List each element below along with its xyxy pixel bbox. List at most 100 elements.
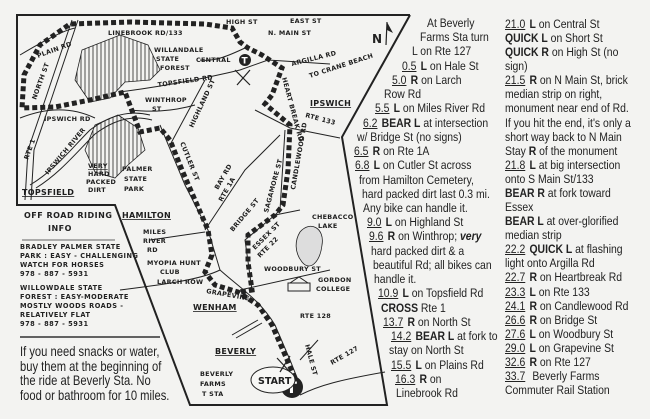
direction-text: median strip — [505, 228, 562, 243]
svg-text:RTE 128: RTE 128 — [300, 312, 331, 320]
mileage: 21.5 — [505, 73, 526, 88]
svg-text:STATE: STATE — [156, 55, 179, 63]
svg-text:HALE ST: HALE ST — [303, 343, 319, 376]
direction-text: on Central St — [535, 17, 600, 31]
svg-text:GORDON: GORDON — [318, 276, 352, 284]
mileage: 13.7 — [383, 314, 404, 329]
svg-text:EAST ST: EAST ST — [290, 17, 322, 25]
info-line: OFF ROAD RIDING — [24, 211, 113, 220]
direction-line: light onto Argilla Rd — [505, 256, 595, 270]
turn-action: R — [529, 73, 537, 88]
svg-text:PARK: PARK — [124, 185, 145, 193]
direction-line: w/ Bridge St (no signs) — [357, 130, 462, 144]
direction-text: on North St — [414, 314, 471, 329]
direction-text: handle it. — [374, 272, 417, 287]
emphasis: very — [459, 229, 482, 244]
info-line: FOREST : EASY-MODERATE — [20, 293, 129, 301]
mileage: 22.2 — [505, 242, 526, 257]
direction-text: on Rte 127 — [536, 354, 591, 369]
direction-line: from Hamilton Cemetery, — [359, 173, 474, 187]
direction-text: Row Rd — [384, 87, 422, 102]
direction-line: median strip on right, — [505, 87, 602, 101]
direction-line: CROSS Rte 1 — [381, 301, 446, 315]
svg-text:STATE: STATE — [124, 175, 147, 183]
direction-text: of the monument — [536, 143, 618, 158]
north-label: N — [372, 32, 382, 46]
direction-line: At Beverly — [427, 16, 474, 30]
direction-text: on Woodbury St — [535, 326, 614, 341]
direction-line: median strip — [505, 228, 562, 242]
direction-text: median strip on right, — [505, 87, 603, 102]
north-arrow-icon: N — [372, 21, 393, 46]
svg-text:PACKED: PACKED — [86, 178, 116, 186]
direction-line: handle it. — [374, 272, 416, 286]
mileage: 26.6 — [505, 312, 526, 327]
direction-text: at fork to — [454, 329, 498, 344]
direction-text: light onto Argilla Rd — [505, 256, 595, 271]
turn-action: L — [529, 326, 536, 341]
direction-line: sign) — [505, 59, 528, 73]
svg-text:RTE 133: RTE 133 — [304, 111, 336, 127]
svg-text:IPSWICH RD: IPSWICH RD — [44, 115, 91, 123]
gordon-college-building-icon — [287, 276, 311, 292]
direction-text: on Rte 133 — [535, 284, 590, 299]
direction-text: on Larch — [418, 72, 462, 87]
turn-action: L — [529, 340, 536, 355]
direction-line: hard packed dirt last 0.3 mi. — [362, 187, 490, 201]
turn-action: L — [529, 17, 536, 31]
direction-text: Linebrook Rd — [396, 385, 458, 400]
svg-text:T: T — [242, 57, 249, 67]
svg-text:HARD: HARD — [88, 170, 110, 178]
direction-text: at over-glorified — [543, 214, 619, 229]
turn-action: R — [410, 72, 419, 87]
svg-text:LARCH ROW: LARCH ROW — [157, 278, 203, 286]
turn-action: L — [402, 286, 409, 301]
mileage: 10.9 — [378, 286, 399, 301]
direction-text: on Bridge St — [536, 312, 598, 327]
svg-text:BEVERLY: BEVERLY — [200, 370, 233, 378]
mileage: 6.5 — [354, 144, 369, 159]
direction-text: onto S Main St/133 — [505, 171, 594, 186]
svg-text:BRIDGE ST: BRIDGE ST — [228, 196, 261, 233]
turn-action: L — [393, 101, 401, 116]
info-line: INFO — [48, 224, 72, 233]
mileage: 6.2 — [363, 115, 378, 130]
direction-line: Essex — [505, 200, 533, 214]
direction-text: on Plains Rd — [421, 357, 484, 372]
direction-text: Commuter Rail Station — [505, 383, 610, 398]
mileage: 5.0 — [392, 72, 407, 87]
direction-line: L on Rte 127 — [412, 44, 471, 58]
direction-text: at fork toward — [544, 185, 611, 200]
direction-line: Commuter Rail Station — [505, 383, 610, 397]
direction-text: on Grapevine St — [535, 340, 614, 355]
direction-text: on Cutler St across — [380, 158, 472, 173]
turn-action: R — [529, 270, 537, 285]
turn-action: BEAR L — [505, 214, 544, 229]
svg-text:N. MAIN ST: N. MAIN ST — [268, 29, 312, 37]
mileage: 33.7 — [505, 369, 526, 383]
svg-text:RD: RD — [147, 246, 158, 254]
mileage: 24.1 — [505, 298, 526, 313]
svg-text:HAMILTON: HAMILTON — [122, 211, 171, 220]
food-icon — [234, 69, 291, 373]
info-line: 978 - 887 - 5931 — [20, 270, 89, 278]
direction-text: at big intersection — [535, 157, 621, 172]
direction-text: on Candlewood Rd — [536, 298, 629, 313]
svg-text:MILES: MILES — [143, 228, 166, 236]
svg-text:CENTRAL: CENTRAL — [196, 56, 231, 64]
mileage: 21.8 — [505, 157, 526, 172]
svg-text:MYOPIA HUNT: MYOPIA HUNT — [147, 259, 201, 267]
info-line: RELATIVELY FLAT — [20, 311, 91, 319]
direction-line: monument near end of Rd. — [505, 101, 629, 115]
